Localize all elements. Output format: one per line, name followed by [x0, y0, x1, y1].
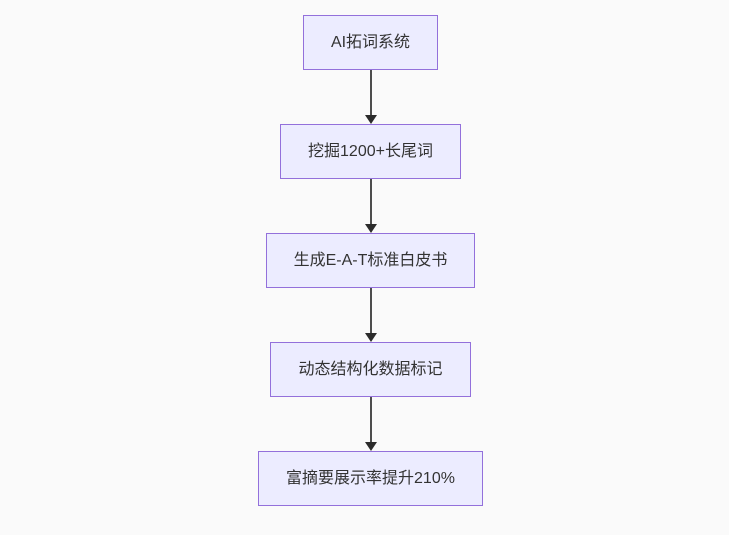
flow-arrow-down-icon: [364, 179, 377, 233]
arrow-shaft: [369, 288, 372, 333]
flow-arrow-down-icon: [364, 288, 377, 342]
flow-arrow-down-icon: [364, 70, 377, 124]
arrow-head-icon: [364, 442, 377, 451]
arrow-shaft: [369, 70, 372, 115]
flow-node-eat-whitepaper: 生成E-A-T标准白皮书: [265, 233, 476, 288]
flow-node-label: 生成E-A-T标准白皮书: [293, 251, 448, 269]
flow-node-longtail-mining: 挖掘1200+长尾词: [280, 124, 461, 179]
flow-node-label: 富摘要展示率提升210%: [286, 469, 455, 487]
arrow-head-icon: [364, 115, 377, 124]
flow-node-label: AI拓词系统: [330, 33, 411, 51]
flow-node-ai-word-system: AI拓词系统: [302, 15, 439, 70]
arrow-shaft: [369, 179, 372, 224]
flowchart-column: AI拓词系统 挖掘1200+长尾词 生成E-A-T标准白皮书 动态结构化数据标记: [6, 15, 729, 506]
arrow-shaft: [369, 397, 372, 442]
arrow-head-icon: [364, 333, 377, 342]
flow-node-rich-snippet-result: 富摘要展示率提升210%: [258, 451, 483, 506]
flow-node-label: 挖掘1200+长尾词: [308, 142, 433, 160]
arrow-head-icon: [364, 224, 377, 233]
flow-node-structured-data-markup: 动态结构化数据标记: [270, 342, 471, 397]
flow-arrow-down-icon: [364, 397, 377, 451]
flow-node-label: 动态结构化数据标记: [298, 360, 443, 378]
